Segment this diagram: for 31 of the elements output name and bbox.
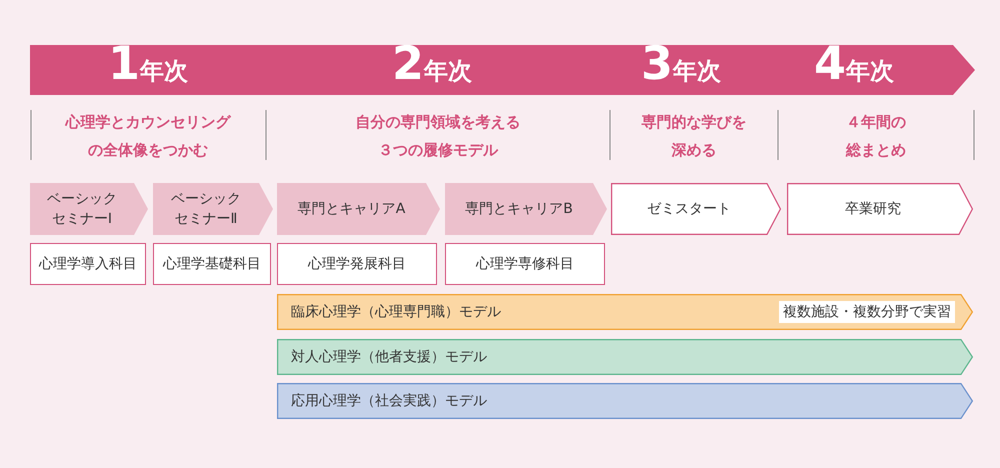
stage-description: 専門的な学びを深める — [640, 112, 748, 161]
course-label: 専門とキャリアA — [296, 200, 406, 219]
model-label: 対人心理学（他者支援）モデル — [291, 348, 487, 367]
subject-box: 心理学専修科目 — [445, 243, 605, 285]
course-arrow-box — [30, 183, 148, 235]
course-label: 専門とキャリアB — [464, 200, 574, 219]
course-label: ゼミスタート — [646, 200, 732, 219]
model-label: 臨床心理学（心理専門職）モデル — [291, 303, 501, 322]
model-arrow-bar — [277, 383, 973, 419]
model-arrow-bar — [277, 339, 973, 375]
model-label: 応用心理学（社会実践）モデル — [291, 392, 487, 411]
course-arrow-box — [445, 183, 607, 235]
course-arrow-box — [787, 183, 973, 235]
year-label: 4年次 — [814, 43, 894, 91]
course-label: ベーシックセミナーⅠ — [46, 190, 118, 229]
subject-box: 心理学基礎科目 — [153, 243, 271, 285]
stage-description: 心理学とカウンセリングの全体像をつかむ — [64, 112, 232, 161]
model-arrow-bar — [277, 294, 973, 330]
subject-box: 心理学導入科目 — [30, 243, 146, 285]
course-arrow-box — [277, 183, 440, 235]
subject-box: 心理学発展科目 — [277, 243, 437, 285]
stage-description: 自分の専門領域を考える３つの履修モデル — [354, 112, 522, 161]
course-arrow-box — [153, 183, 273, 235]
year-label: 2年次 — [392, 43, 472, 91]
stage-description: ４年間の総まとめ — [844, 112, 907, 161]
year-label: 3年次 — [641, 43, 722, 91]
course-label: 卒業研究 — [844, 200, 902, 219]
year-label: 1年次 — [108, 43, 188, 91]
course-label: ベーシックセミナーⅡ — [170, 190, 242, 229]
note-label: 複数施設・複数分野で実習 — [779, 301, 955, 323]
course-arrow-box — [611, 183, 781, 235]
